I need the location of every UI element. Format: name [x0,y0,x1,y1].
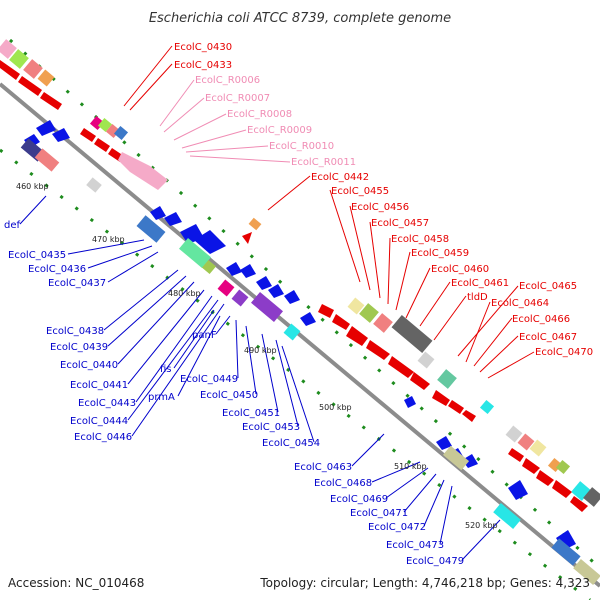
gene-label-EcolC_R0008: EcolC_R0008 [227,109,292,120]
gene-label-EcolC_0467: EcolC_0467 [519,332,577,343]
tick-490: 490 kbp [244,346,277,355]
gene-label-EcolC_0440: EcolC_0440 [60,360,118,371]
gene-label-EcolC_0473: EcolC_0473 [386,540,444,551]
reverse-gene-labels: def EcolC_0435 EcolC_0436 EcolC_0437 Eco… [4,220,464,567]
gene-label-EcolC_0439: EcolC_0439 [50,342,108,353]
gene-label-EcolC_0453: EcolC_0453 [242,422,300,433]
gene-label-EcolC_0454: EcolC_0454 [262,438,320,449]
gene-label-EcolC_0470: EcolC_0470 [535,347,593,358]
gene-label-EcolC_0438: EcolC_0438 [46,326,104,337]
gene-label-EcolC_0449: EcolC_0449 [180,374,238,385]
gene-label-EcolC_0469: EcolC_0469 [330,494,388,505]
gene-label-fis: fis [160,364,172,375]
genome-summary-text: Topology: circular; Length: 4,746,218 bp… [259,576,590,590]
gene-label-EcolC_R0006: EcolC_R0006 [195,75,260,86]
gene-label-EcolC_0464: EcolC_0464 [491,298,549,309]
tick-500: 500 kbp [319,403,352,412]
gene-label-EcolC_0466: EcolC_0466 [512,314,570,325]
tick-480: 480 kbp [168,289,201,298]
cog-row-reverse [20,138,600,585]
gene-label-EcolC_0468: EcolC_0468 [314,478,372,489]
gene-label-EcolC_0463: EcolC_0463 [294,462,352,473]
gene-label-EcolC_0459: EcolC_0459 [411,248,469,259]
gene-label-EcolC_0450: EcolC_0450 [200,390,258,401]
gene-label-EcolC_0436: EcolC_0436 [28,264,86,275]
gene-label-EcolC_0457: EcolC_0457 [371,218,429,229]
reverse-label-leaders [19,195,501,561]
gene-label-EcolC_0443: EcolC_0443 [78,398,136,409]
rna-label-leaders [159,79,291,163]
misc-forward [248,217,262,231]
gene-label-panF: panF [192,330,217,341]
gene-label-EcolC_0465: EcolC_0465 [519,281,577,292]
gene-label-EcolC_0446: EcolC_0446 [74,432,132,443]
tick-470: 470 kbp [92,235,125,244]
rna-features [118,152,168,190]
forward-gene-labels: EcolC_0430 EcolC_0433 EcolC_0442 EcolC_0… [174,42,593,358]
accession-text: Accession: NC_010468 [8,576,144,590]
gene-label-EcolC_R0011: EcolC_R0011 [291,157,356,168]
gene-label-EcolC_0444: EcolC_0444 [70,416,128,427]
forward-label-leaders [123,45,535,379]
gene-label-EcolC_0442: EcolC_0442 [311,172,369,183]
scale-ticks: 460 kbp 470 kbp 480 kbp 490 kbp 500 kbp … [16,182,498,530]
gene-label-tldD: tldD [467,292,488,303]
reverse-strand-features [20,120,600,585]
gene-label-EcolC_0435: EcolC_0435 [8,250,66,261]
gene-label-EcolC_0458: EcolC_0458 [391,234,449,245]
cog-row-forward [0,39,600,507]
gene-label-EcolC_0471: EcolC_0471 [350,508,408,519]
forward-strand-features [0,39,600,512]
gene-label-EcolC_0479: EcolC_0479 [406,556,464,567]
gene-label-EcolC_0472: EcolC_0472 [368,522,426,533]
gene-label-EcolC_0455: EcolC_0455 [331,186,389,197]
rna-gene-labels: EcolC_R0006 EcolC_R0007 EcolC_R0008 Ecol… [195,75,356,168]
gene-label-EcolC_R0009: EcolC_R0009 [247,125,312,136]
gene-label-EcolC_0461: EcolC_0461 [451,278,509,289]
genome-backbone [0,82,600,588]
gene-label-EcolC_0460: EcolC_0460 [431,264,489,275]
gc-content-inner-ring [0,148,591,600]
gene-label-EcolC_0433: EcolC_0433 [174,60,232,71]
gene-label-EcolC_0451: EcolC_0451 [222,408,280,419]
map-title: Escherichia coli ATCC 8739, complete gen… [149,11,451,26]
tick-510: 510 kbp [394,462,427,471]
forward-cds-row [0,60,588,512]
gene-label-prmA: prmA [148,392,175,403]
reverse-cds-row [24,120,576,550]
gene-label-EcolC_R0007: EcolC_R0007 [205,93,270,104]
tick-460: 460 kbp [16,182,49,191]
gene-label-EcolC_0441: EcolC_0441 [70,380,128,391]
tick-520: 520 kbp [465,521,498,530]
gene-label-EcolC_0437: EcolC_0437 [48,278,106,289]
gene-label-def: def [4,220,21,231]
gene-label-EcolC_R0010: EcolC_R0010 [269,141,334,152]
gene-label-EcolC_0456: EcolC_0456 [351,202,409,213]
gene-label-EcolC_0430: EcolC_0430 [174,42,232,53]
